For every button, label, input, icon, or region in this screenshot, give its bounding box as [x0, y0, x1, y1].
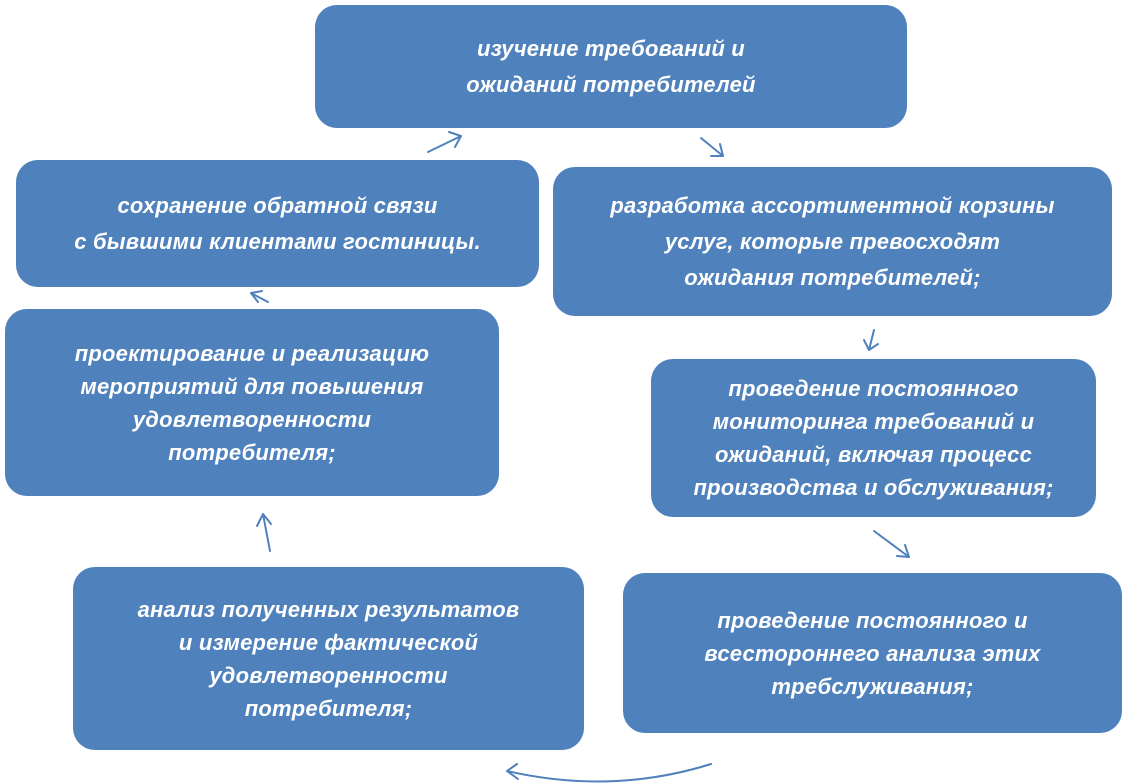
node-text-line: мониторинга требований и [712, 409, 1035, 434]
arrow-assortment-to-monitoring [863, 329, 879, 351]
node-text-line: ожидания потребителей; [684, 264, 981, 290]
node-comprehensive-analysis: проведение постоянного и всестороннего а… [623, 573, 1122, 733]
node-results-analysis: анализ полученных результатов и измерени… [73, 567, 584, 750]
node-text-line: разработка ассортиментной корзины [610, 192, 1055, 218]
node-text-line: удовлетворенности [209, 662, 448, 688]
node-text-line: анализ полученных результатов [137, 596, 520, 622]
node-text-line: ожиданий потребителей [466, 71, 756, 97]
node-text-line: изучение требований и [477, 35, 745, 61]
node-text-line: услуг, которые превосходят [664, 228, 1001, 254]
node-design-measures: проектирование и реализацию мероприятий … [5, 309, 499, 496]
node-monitoring: проведение постоянного мониторинга требо… [651, 359, 1096, 517]
node-text-line: потребителя; [168, 439, 336, 465]
node-text-line: проектирование и реализацию [74, 340, 430, 366]
node-text-line: проведение постоянного [728, 376, 1019, 401]
node-text-line: всестороннего анализа этих [704, 640, 1041, 666]
node-text-line: проведение постоянного и [717, 607, 1028, 633]
arrow-results-to-design [256, 513, 272, 552]
node-assortment-basket: разработка ассортиментной корзины услуг,… [553, 167, 1112, 316]
node-top-study-requirements: изучение требований и ожиданий потребите… [315, 5, 907, 128]
node-text-line: с бывшими клиентами гостиницы. [74, 228, 481, 254]
arrow-analysis-to-results [506, 763, 712, 783]
node-feedback: сохранение обратной связи с бывшими клие… [16, 160, 539, 287]
node-text-line: сохранение обратной связи [117, 192, 438, 218]
arrow-feedback-to-top [427, 131, 462, 153]
node-text-line: требслуживания; [771, 673, 974, 699]
arrow-top-to-assortment [700, 137, 724, 157]
node-text-line: производства и обслуживания; [693, 475, 1054, 500]
arrow-monitoring-to-analysis [873, 530, 910, 558]
node-text-line: удовлетворенности [132, 406, 372, 432]
node-text-line: потребителя; [244, 695, 413, 721]
node-text-line: и измерение фактической [178, 629, 479, 655]
node-text-line: ожиданий, включая процесс [714, 442, 1033, 467]
arrow-design-to-feedback [250, 290, 269, 303]
node-text-line: мероприятий для повышения [80, 373, 424, 399]
